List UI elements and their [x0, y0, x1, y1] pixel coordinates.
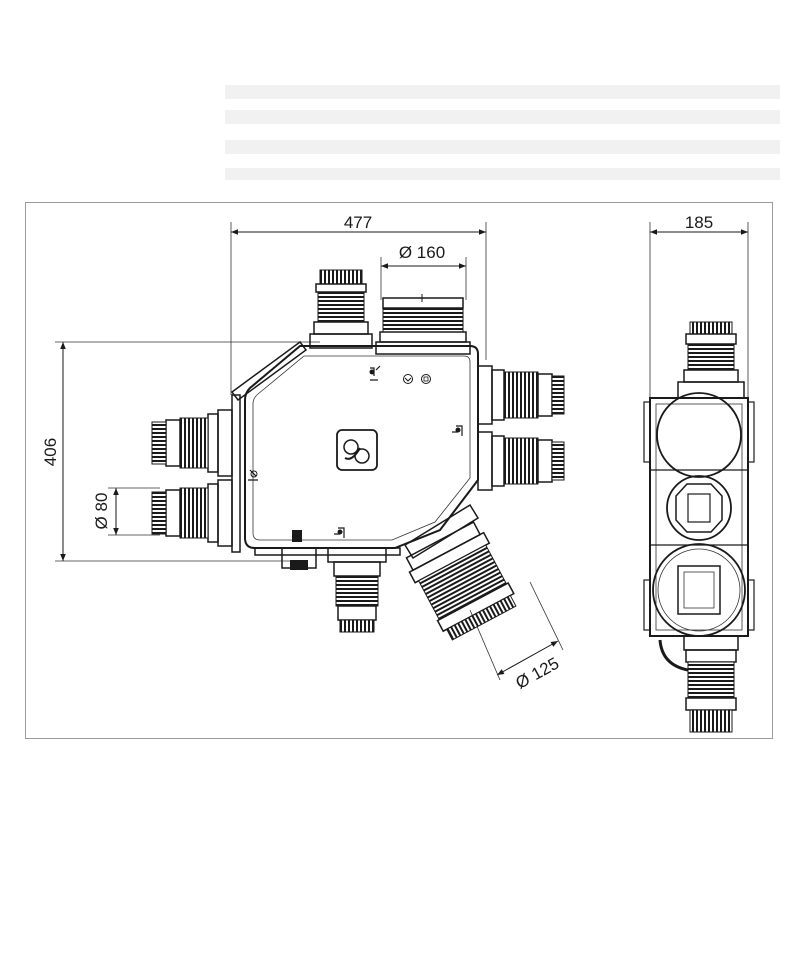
spigot-top-small — [309, 269, 373, 349]
dim-side-width-label: 185 — [685, 213, 713, 232]
side-port-large-top — [656, 392, 742, 478]
front-view: 477 Ø 160 406 Ø 80 Ø 125 — [41, 213, 565, 693]
dim-front-width-label: 477 — [344, 213, 372, 232]
outlet-160 — [375, 294, 471, 355]
side-top-connector — [677, 321, 745, 399]
spigot-right-lower — [477, 431, 565, 491]
fixing-symbol-left — [248, 469, 258, 481]
side-bottom-connector — [658, 635, 739, 733]
spigot-left-upper — [151, 409, 233, 477]
housing-left-edge — [231, 394, 241, 553]
side-housing — [649, 397, 749, 637]
bottom-clip — [281, 530, 317, 570]
dim-outlet-160: Ø 160 — [380, 243, 467, 300]
spigot-right-upper — [477, 365, 565, 425]
diagonal-flange — [403, 503, 480, 560]
housing-inner-outline — [252, 355, 471, 541]
dim-inlet-80: Ø 80 — [92, 487, 160, 536]
dim-front-height: 406 — [41, 341, 320, 562]
dim-inlet-125-label: Ø 125 — [512, 654, 562, 693]
dim-inlet-80-label: Ø 80 — [92, 493, 111, 530]
brand-logo-icon — [336, 429, 378, 471]
side-view: 185 — [643, 213, 755, 733]
fixing-symbol-top — [369, 365, 381, 381]
spigot-diagonal-125 — [405, 521, 517, 641]
dim-side-width: 185 — [649, 213, 749, 400]
spigot-left-lower — [151, 479, 233, 547]
housing-top-left-edge — [230, 340, 308, 402]
side-port-small — [666, 475, 732, 541]
dim-inlet-125: Ø 125 — [469, 581, 564, 693]
rotation-icon — [403, 374, 413, 384]
fixing-symbol-bottom — [334, 527, 345, 538]
dim-front-height-label: 406 — [41, 438, 60, 466]
spigot-bottom — [327, 547, 387, 633]
fixing-symbol-right — [452, 425, 463, 436]
reset-icon — [421, 374, 431, 384]
side-port-large-bottom — [652, 543, 746, 637]
drawing-frame — [25, 202, 773, 739]
dim-front-width: 477 — [230, 213, 487, 395]
side-housing-inner — [655, 403, 743, 631]
faded-header-text — [225, 85, 780, 180]
dim-outlet-160-label: Ø 160 — [399, 243, 445, 262]
